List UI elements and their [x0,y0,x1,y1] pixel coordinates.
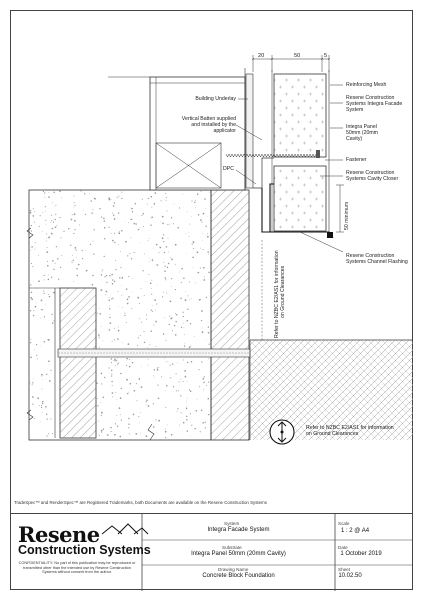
leader-lines [235,84,344,253]
concrete-block-hatched [210,189,250,441]
drawing-name-value: Concrete Block Foundation [202,573,275,579]
dim-20: 20 [258,53,265,59]
label-vertical-batten: Vertical Batten supplied and installed b… [181,116,236,134]
fastener [225,150,320,158]
dim-5: 5 [324,53,328,59]
integra-panel [271,70,330,232]
trademark-note: TradeSpec™ and RenderSpec™ are Registere… [14,500,267,505]
title-block [10,513,413,591]
label-dpc: DPC [223,166,234,172]
drawing-frame [10,10,413,590]
confidentiality-notice: CONFIDENTIALITY: No part of this publica… [18,561,136,575]
dim-50: 50 [294,53,301,59]
vertical-batten [245,73,254,189]
label-fastener: Fastener [346,157,367,163]
clearance-symbol [269,419,295,445]
timber-framing [108,76,246,191]
substrate-value: Integra Panel 50mm (20mm Cavity) [191,551,286,557]
label-cavity-closer: Resene Construction Systems Cavity Close… [346,170,399,182]
label-integra-panel: Integra Panel 50mm (20mm Cavity) [346,124,378,142]
scale-label: Scale [338,521,350,526]
title-block-grid [141,514,413,591]
label-nzbc-note: Refer to NZBC E2/AS1 for information on … [306,425,394,437]
scale-value: 1 : 2 @ A4 [340,528,370,534]
cavity-closer [253,157,274,189]
sheet-value: 10.02.50 [338,573,362,579]
system-value: Integra Facade System [207,527,270,533]
min-dimension [336,184,344,233]
concrete-foundation [28,189,212,441]
label-integra-facade: Resene Construction Systems Integra Faca… [346,95,403,113]
resene-logo-subtitle: Construction Systems [18,543,151,557]
drawing-name-label: Drawing Name [218,567,249,572]
substrate-label: Substrate [222,545,242,550]
logo-rooflines [101,523,149,535]
resene-logo-word: Resene [18,522,100,547]
date-label: Date [338,545,348,550]
label-reinforcing-mesh: Reinforcing Mesh [346,82,387,88]
date-value: 1 October 2019 [340,551,382,557]
drip-edge [327,232,333,238]
label-50-minimum: 50 minimum [344,201,350,230]
sheet-label: Sheet [338,567,351,572]
concrete-block-lower [59,287,97,439]
system-label: System [224,521,240,526]
label-channel-flashing: Resene Construction Systems Channel Flas… [346,253,408,265]
label-building-underlay: Building Underlay [195,96,236,102]
label-nzbc-vertical: Refer to NZBC E2/AS1 for information on … [274,250,286,338]
dimension-lines [251,55,331,72]
